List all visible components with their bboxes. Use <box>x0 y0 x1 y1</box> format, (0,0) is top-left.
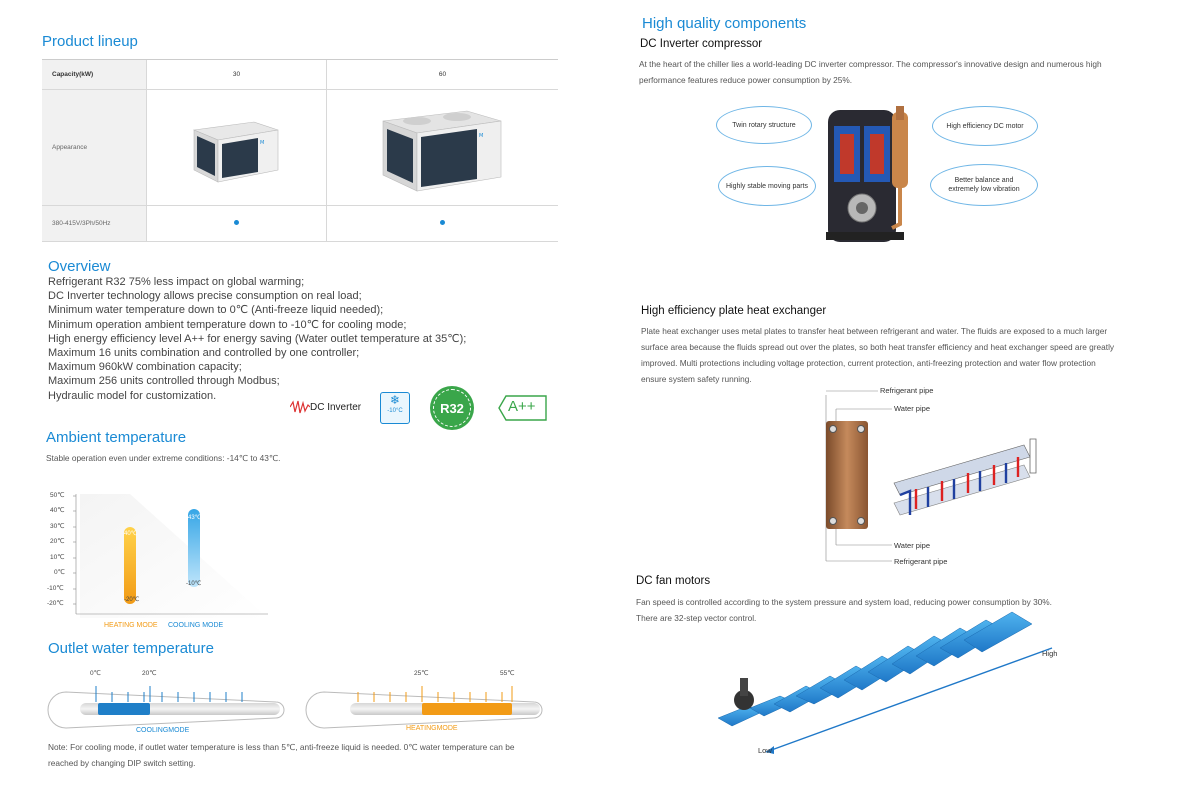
low-temp-badge: ❄ -10°C <box>380 392 410 424</box>
plate-exchanger-diagram: Refrigerant pipe Water pipe Water pipe R… <box>816 385 1056 570</box>
ambient-title: Ambient temperature <box>46 429 187 446</box>
overview-item: Maximum 16 units combination and control… <box>48 347 360 360</box>
svg-text:M: M <box>260 140 264 146</box>
label-refrigerant-pipe-bottom: Refrigerant pipe <box>894 557 948 566</box>
overview-item: Refrigerant R32 75% less impact on globa… <box>48 276 305 288</box>
plate-title: High efficiency plate heat exchanger <box>641 305 827 317</box>
power-label: 380-415V/3Ph/50Hz <box>42 205 147 242</box>
plate-desc: Plate heat exchanger uses metal plates t… <box>641 326 1115 384</box>
bubble-stable-parts: Highly stable moving parts <box>718 166 816 206</box>
compressor-desc: At the heart of the chiller lies a world… <box>639 59 1102 85</box>
fan-desc: Fan speed is controlled according to the… <box>636 597 1052 623</box>
heating-mode-label-2: HEATINGMODE <box>406 725 458 732</box>
chiller-30kw-image: M <box>193 121 279 182</box>
overview-item: Minimum operation ambient temperature do… <box>48 318 407 331</box>
heating-mode-label: HEATING MODE <box>104 622 158 629</box>
appearance-label: Appearance <box>42 89 147 206</box>
r32-badge: R32 <box>430 386 474 430</box>
label-refrigerant-pipe-top: Refrigerant pipe <box>880 386 934 395</box>
components-title: High quality components <box>642 15 807 32</box>
chiller-60kw-image: M <box>383 110 502 191</box>
overview-item: Maximum 960kW combination capacity; <box>48 361 242 374</box>
compressor-diagram: Twin rotary structure High efficiency DC… <box>716 96 1046 261</box>
cooling-thermometer: 0℃ 20℃ <box>44 668 294 738</box>
lineup-table: Capacity(kW) 30 60 Appearance M <box>42 59 558 242</box>
lineup-title: Product lineup <box>42 33 138 50</box>
capacity-60: 60 <box>325 59 558 90</box>
bubble-balance: Better balance and extremely low vibrati… <box>930 164 1038 206</box>
svg-text:M: M <box>479 133 483 139</box>
wave-icon <box>290 400 310 414</box>
overview-item: High energy efficiency level A++ for ene… <box>48 332 467 345</box>
capacity-label: Capacity(kW) <box>42 59 147 90</box>
bubble-twin-rotary: Twin rotary structure <box>716 106 812 144</box>
cooling-mode-label: COOLING MODE <box>168 622 224 629</box>
heating-range-bar <box>124 527 136 604</box>
ambient-desc: Stable operation even under extreme cond… <box>46 453 281 463</box>
outlet-title: Outlet water temperature <box>48 640 214 657</box>
availability-dot-60 <box>439 220 445 225</box>
overview-item: Hydraulic model for customization. <box>48 389 217 402</box>
label-water-pipe-bottom: Water pipe <box>894 541 930 550</box>
overview-item: Minimum water temperature down to 0℃ (An… <box>48 304 384 317</box>
snowflake-icon: ❄ <box>389 393 401 407</box>
fan-low-label: Low <box>758 746 772 755</box>
fan-high-label: High <box>1042 649 1058 658</box>
fan-steps-diagram: High Low <box>712 600 1072 760</box>
label-water-pipe-top: Water pipe <box>894 404 930 413</box>
energy-badge: A++ <box>498 395 548 426</box>
overview-item: Maximum 256 units controlled through Mod… <box>48 375 280 388</box>
overview-title: Overview <box>48 258 111 275</box>
compressor-title: DC Inverter compressor <box>640 38 763 50</box>
cooling-mode-label-2: COOLINGMODE <box>136 727 190 734</box>
cooling-range-bar <box>188 509 200 587</box>
overview-list: Refrigerant R32 75% less impact on globa… <box>48 275 466 403</box>
outlet-note: Note: For cooling mode, if outlet water … <box>48 742 515 768</box>
overview-item: DC Inverter technology allows precise co… <box>48 290 362 303</box>
dc-inverter-badge: DC Inverter <box>290 400 361 414</box>
capacity-30: 30 <box>146 59 327 90</box>
heating-thermometer: 25℃ 55℃ <box>302 668 552 738</box>
bubble-dc-motor: High efficiency DC motor <box>932 106 1038 146</box>
fan-title: DC fan motors <box>636 575 711 587</box>
ambient-chart: 50℃ 40℃ 30℃ 20℃ 10℃ 0℃ -10℃ -20℃ 40℃ <box>40 488 280 628</box>
availability-dot-30 <box>233 220 239 225</box>
